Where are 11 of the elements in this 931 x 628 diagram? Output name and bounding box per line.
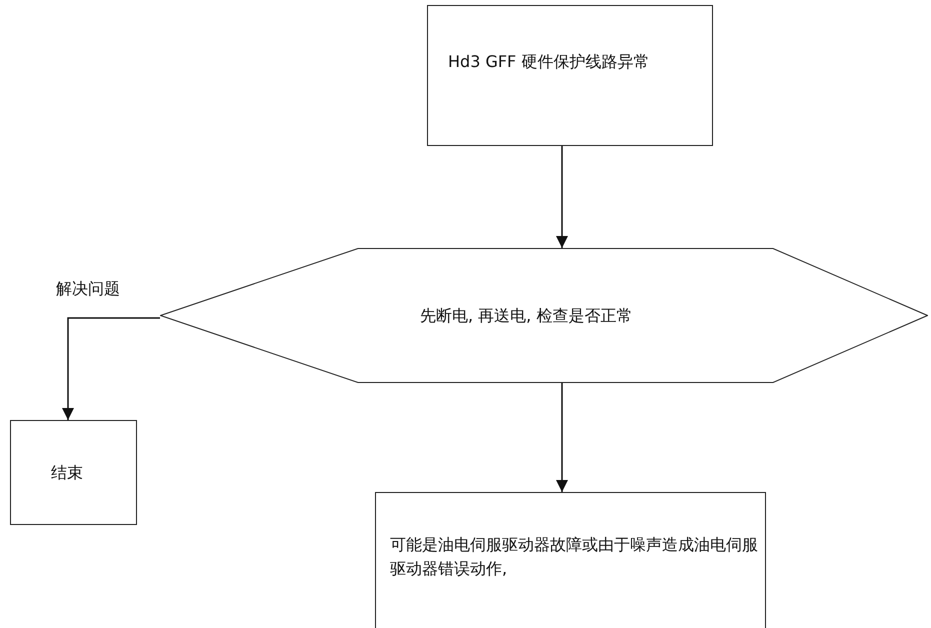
- arrow: [62, 317, 160, 420]
- end-box: [10, 420, 137, 525]
- process-box: [427, 5, 713, 146]
- node-text: Hd3 GFF 硬件保护线路异常: [448, 51, 650, 73]
- node-text: 先断电, 再送电, 检查是否正常: [420, 305, 634, 327]
- arrow: [556, 146, 568, 248]
- message-box: [375, 492, 766, 628]
- decision-hexagon: [160, 248, 928, 383]
- node-text: 可能是油电伺服驱动器故障或由于噪声造成油电伺服驱动器错误动作,: [390, 534, 759, 580]
- node-text: 结束: [51, 462, 84, 484]
- arrow: [556, 383, 568, 492]
